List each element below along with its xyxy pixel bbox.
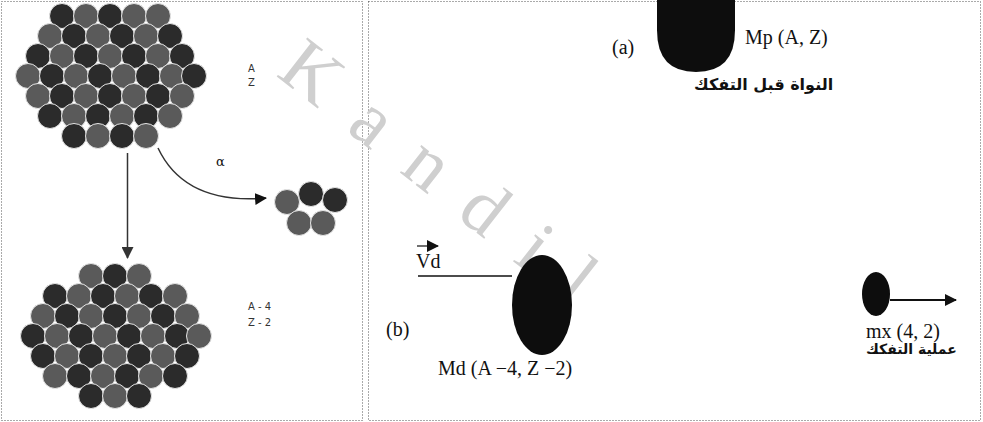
alpha-particle-shape: mx (4, 2)	[862, 272, 890, 316]
panel-frame	[2, 2, 363, 421]
ellipse-shape	[862, 272, 890, 316]
daughter-nucleus	[21, 264, 212, 409]
alpha-particle	[275, 182, 348, 236]
velocity-arrow	[890, 299, 956, 301]
cup-shape	[657, 0, 735, 72]
node-label: A	[248, 63, 255, 75]
parent-nucleus-shape: Mp (A, Z)النواة قبل التفكك	[657, 0, 735, 72]
panel-letter: (a)	[612, 36, 634, 59]
node-label: Mp (A, Z)	[745, 26, 828, 49]
watermark: Kandil	[263, 21, 641, 343]
cup-shape	[657, 0, 735, 72]
decay-arrow	[127, 153, 129, 258]
ellipse-shape	[862, 272, 890, 316]
node-label: Md (A −4, Z −2)	[438, 357, 572, 380]
nucleus-cluster: A - 4Z - 2	[20, 262, 212, 410]
parent-nucleus	[16, 4, 207, 149]
particle-symbol: α	[214, 155, 227, 170]
node-label: A - 4	[248, 301, 271, 313]
nucleus-cluster: AZ	[15, 2, 207, 150]
velocity-line	[418, 275, 512, 277]
panel-letter: (b)	[386, 318, 409, 341]
ellipse-shape	[512, 255, 572, 355]
emission-arrow	[158, 148, 266, 199]
caption-text: عملية التفكك	[866, 341, 957, 357]
node-label: Z - 2	[248, 317, 271, 329]
node-label: النواة قبل التفكك	[694, 76, 833, 94]
daughter-nucleus-shape: Md (A −4, Z −2)	[512, 255, 572, 355]
velocity-symbol: Vd	[416, 250, 440, 273]
vector-sign	[417, 245, 438, 246]
ellipse-shape	[512, 255, 572, 355]
node-label: mx (4, 2)	[866, 320, 940, 343]
node-label: Z	[248, 77, 255, 89]
